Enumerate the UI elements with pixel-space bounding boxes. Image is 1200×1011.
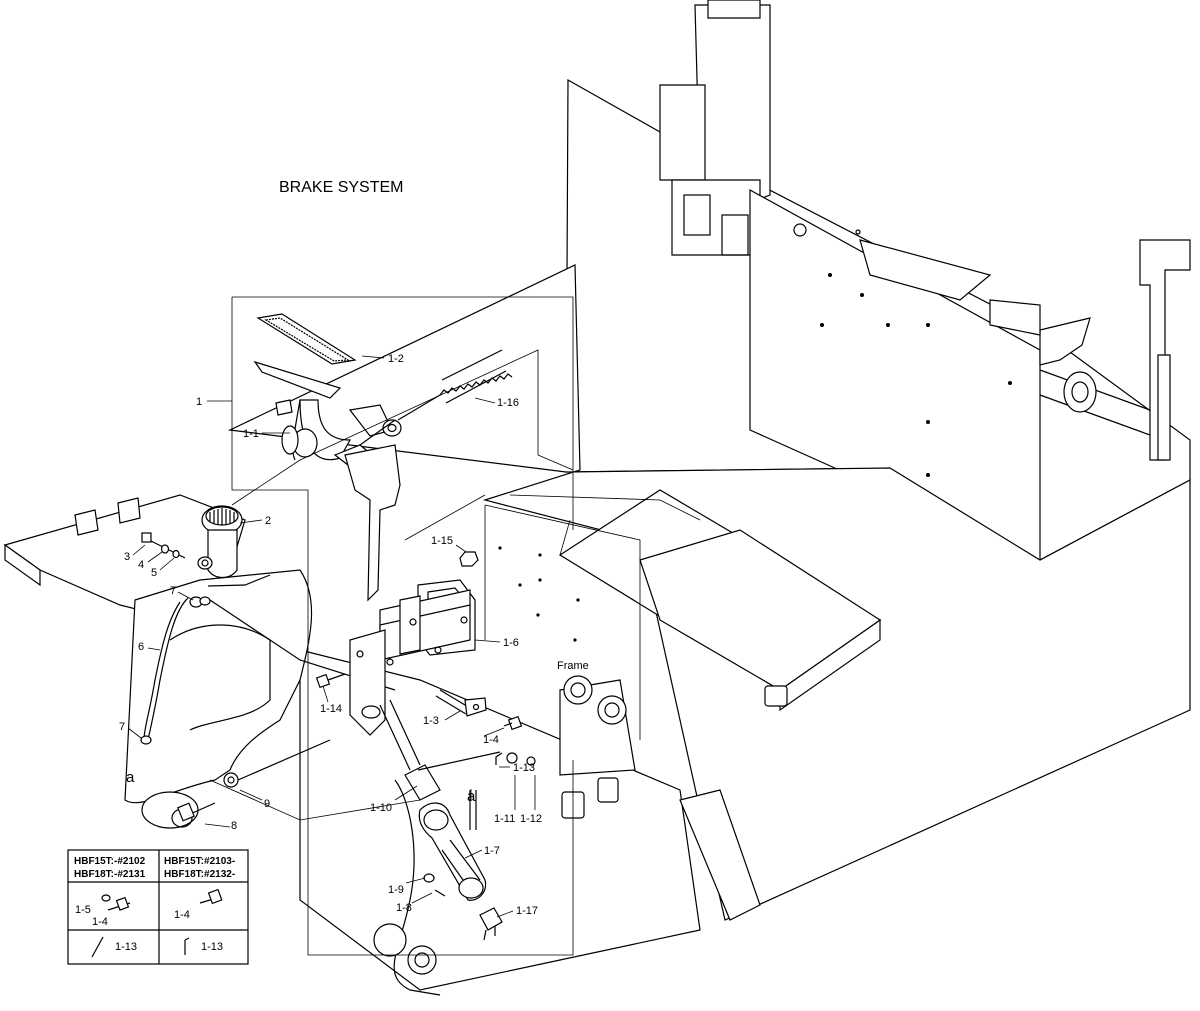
callout-6: 6 <box>138 641 144 653</box>
callout-2: 2 <box>265 515 271 527</box>
callout-1-8: 1-8 <box>396 902 412 914</box>
callout-1-6: 1-6 <box>503 637 519 649</box>
pivot-bracket-assembly <box>315 504 641 771</box>
pedal-assembly <box>231 296 574 956</box>
callout-a-right: a <box>467 788 476 805</box>
callout-5: 5 <box>151 567 157 579</box>
callout-1-9: 1-9 <box>388 884 404 896</box>
callout-1-3: 1-3 <box>423 715 439 727</box>
callout-1-7: 1-7 <box>484 845 500 857</box>
callout-1-2: 1-2 <box>388 353 404 365</box>
reservoir-assembly <box>140 505 396 745</box>
variant-table <box>67 849 249 965</box>
callout-1-1: 1-1 <box>243 428 259 440</box>
callout-7-top: 7 <box>170 585 176 597</box>
callout-1-14: 1-14 <box>320 703 342 715</box>
frame-label: Frame <box>557 660 589 672</box>
table-r2c2-label: 1-13 <box>201 941 223 953</box>
callout-1-17: 1-17 <box>516 905 538 917</box>
table-col1-header-line2: HBF18T:-#2131 <box>74 869 146 880</box>
table-r2c1-label: 1-13 <box>115 941 137 953</box>
diagram-title: BRAKE SYSTEM <box>279 179 403 196</box>
callout-1-4: 1-4 <box>483 734 499 746</box>
callout-1-11: 1-11 <box>494 813 515 825</box>
callout-1-12: 1-12 <box>520 813 542 825</box>
callout-1: 1 <box>196 396 202 408</box>
table-col2-header-line2: HBF18T:#2132- <box>164 869 235 880</box>
callout-3: 3 <box>124 551 130 563</box>
frame-body <box>227 0 1191 996</box>
callout-8: 8 <box>231 820 237 832</box>
leader-lines <box>127 355 536 918</box>
callout-7-bottom: 7 <box>119 721 125 733</box>
callout-a-left: a <box>126 769 135 786</box>
callout-1-16: 1-16 <box>497 397 519 409</box>
table-r1c1-label-a: 1-5 <box>75 904 91 916</box>
table-r1c2-label: 1-4 <box>174 909 190 921</box>
callout-1-15: 1-15 <box>431 535 453 547</box>
master-cylinder <box>404 751 536 941</box>
table-r1c1-label-b: 1-4 <box>92 916 108 928</box>
callout-1-10: 1-10 <box>370 802 392 814</box>
callout-9: 9 <box>264 798 270 810</box>
table-col1-header-line1: HBF15T:-#2102 <box>74 856 146 867</box>
callout-4: 4 <box>138 559 144 571</box>
callout-1-13: 1-13 <box>513 762 535 774</box>
table-col2-header-line1: HBF15T:#2103- <box>164 856 235 867</box>
